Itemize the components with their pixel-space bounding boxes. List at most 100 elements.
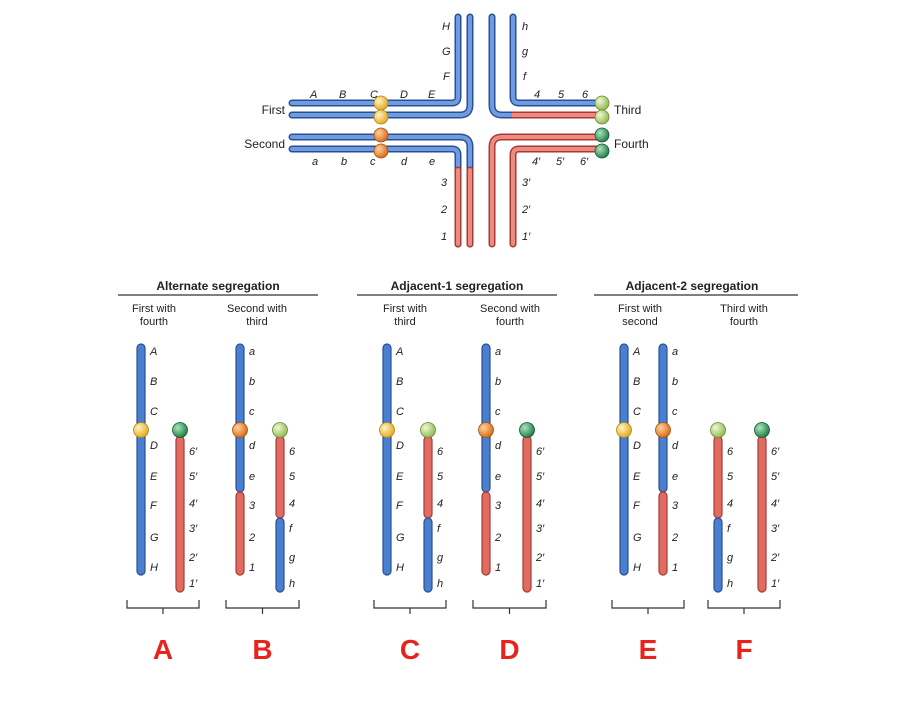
chromosome-C2-segment-0: [423, 435, 433, 519]
gene-A2-5: 1′: [189, 578, 198, 590]
gene-C1-6: G: [396, 532, 405, 544]
centromere-third-2: [594, 109, 610, 125]
gene-A1-2: C: [150, 406, 158, 418]
gene-E1-2: C: [633, 406, 641, 418]
gene-right-up-1: 5: [558, 89, 565, 101]
gene-C2-3: f: [437, 523, 441, 535]
gene-B2-1: 5: [289, 471, 296, 483]
section-subtitle-1-left_sub-line1: third: [394, 316, 415, 328]
gene-B1-1: b: [249, 376, 255, 388]
gene-upper-left-3: D: [400, 89, 408, 101]
gene-right-low-1: 5′: [556, 156, 565, 168]
gene-D1-7: 1: [495, 562, 501, 574]
label-second: Second: [244, 137, 285, 151]
gene-D2-3: 3′: [536, 523, 545, 535]
gene-D1-4: e: [495, 471, 501, 483]
gene-E1-1: B: [633, 376, 640, 388]
gene-up-small-0: h: [522, 21, 528, 33]
centromere-third-1: [594, 95, 610, 111]
chromosome-C2-segment-1: [423, 517, 433, 593]
centromere-second-1: [373, 127, 389, 143]
gene-A1-1: B: [150, 376, 157, 388]
chromosome-B2-segment-0: [275, 435, 285, 519]
gene-C2-4: g: [437, 552, 444, 564]
centromere-B1: [232, 422, 248, 438]
panel-letter-F: F: [735, 634, 752, 665]
gene-E1-7: H: [633, 562, 641, 574]
section-subtitle-0-left_sub-line1: fourth: [140, 316, 168, 328]
gene-E2-4: e: [672, 471, 678, 483]
gene-D2-1: 5′: [536, 471, 545, 483]
gene-C1-4: E: [396, 471, 404, 483]
gene-up-small-2: f: [523, 71, 527, 83]
gene-up-cap-1: G: [442, 46, 451, 58]
gene-E1-6: G: [633, 532, 642, 544]
gene-B1-0: a: [249, 346, 255, 358]
gene-C2-2: 4: [437, 498, 443, 510]
gene-A2-0: 6′: [189, 446, 198, 458]
centromere-E2: [655, 422, 671, 438]
gene-B1-3: d: [249, 440, 256, 452]
gene-B1-2: c: [249, 406, 255, 418]
gene-A2-4: 2′: [188, 552, 198, 564]
panel-letter-E: E: [639, 634, 658, 665]
centromere-B2: [272, 422, 288, 438]
section-subtitle-2-right_sub-line1: fourth: [730, 316, 758, 328]
gene-lower-left-1: b: [341, 156, 347, 168]
gene-F1-0: 6: [727, 446, 734, 458]
gene-B2-2: 4: [289, 498, 295, 510]
bracket-F: [707, 600, 781, 614]
chromosome-D2: 6′5′4′3′2′1′: [519, 422, 545, 593]
gene-F1-3: f: [727, 523, 731, 535]
chromosome-D2-segment-0: [522, 435, 532, 593]
chromosome-B1-segment-1: [235, 491, 245, 576]
gene-F2-4: 2′: [770, 552, 780, 564]
gene-low-prime-2: 1′: [522, 231, 531, 243]
quadrivalent-cross: First Second Third Fourth A B C D E a b …: [244, 13, 649, 248]
gene-A1-0: A: [149, 346, 157, 358]
gene-C1-7: H: [396, 562, 404, 574]
panel-letter-C: C: [400, 634, 420, 665]
chromosome-D1-segment-1: [481, 491, 491, 576]
gene-up-cap-2: F: [443, 71, 451, 83]
gene-right-low-2: 6′: [580, 156, 589, 168]
gene-F2-5: 1′: [771, 578, 780, 590]
gene-F2-0: 6′: [771, 446, 780, 458]
gene-C1-2: C: [396, 406, 404, 418]
gene-D1-5: 3: [495, 500, 502, 512]
chromosome-F1-segment-0: [713, 435, 723, 519]
gene-low-num-0: 3: [441, 177, 448, 189]
chromosome-C1-segment-0: [382, 343, 392, 576]
gene-D1-1: b: [495, 376, 501, 388]
gene-E2-1: b: [672, 376, 678, 388]
section-subtitle-2-left_sub-line0: First with: [618, 303, 662, 315]
gene-D2-2: 4′: [536, 498, 545, 510]
section-subtitle-0-left_sub-line0: First with: [132, 303, 176, 315]
section-subtitle-1-right_sub-line1: fourth: [496, 316, 524, 328]
gene-A1-5: F: [150, 500, 158, 512]
chromosome-B2-segment-1: [275, 517, 285, 593]
gene-lower-left-0: a: [312, 156, 318, 168]
gene-F2-1: 5′: [771, 471, 780, 483]
gene-A1-3: D: [150, 440, 158, 452]
gene-C1-3: D: [396, 440, 404, 452]
gene-D1-6: 2: [494, 532, 501, 544]
section-headers: Alternate segregation Adjacent-1 segrega…: [118, 279, 798, 296]
gene-right-up-2: 6: [582, 89, 589, 101]
section-subtitle-0-right_sub-line1: third: [246, 316, 267, 328]
chromosome-A1-segment-0: [136, 343, 146, 576]
gene-C2-5: h: [437, 578, 443, 590]
chromosome-F2-segment-0: [757, 435, 767, 593]
bracket-B: [225, 600, 300, 614]
gene-C1-5: F: [396, 500, 404, 512]
gene-A1-4: E: [150, 471, 158, 483]
gene-A2-2: 4′: [189, 498, 198, 510]
centromere-F2: [754, 422, 770, 438]
chromosome-D1-segment-0: [481, 343, 491, 493]
